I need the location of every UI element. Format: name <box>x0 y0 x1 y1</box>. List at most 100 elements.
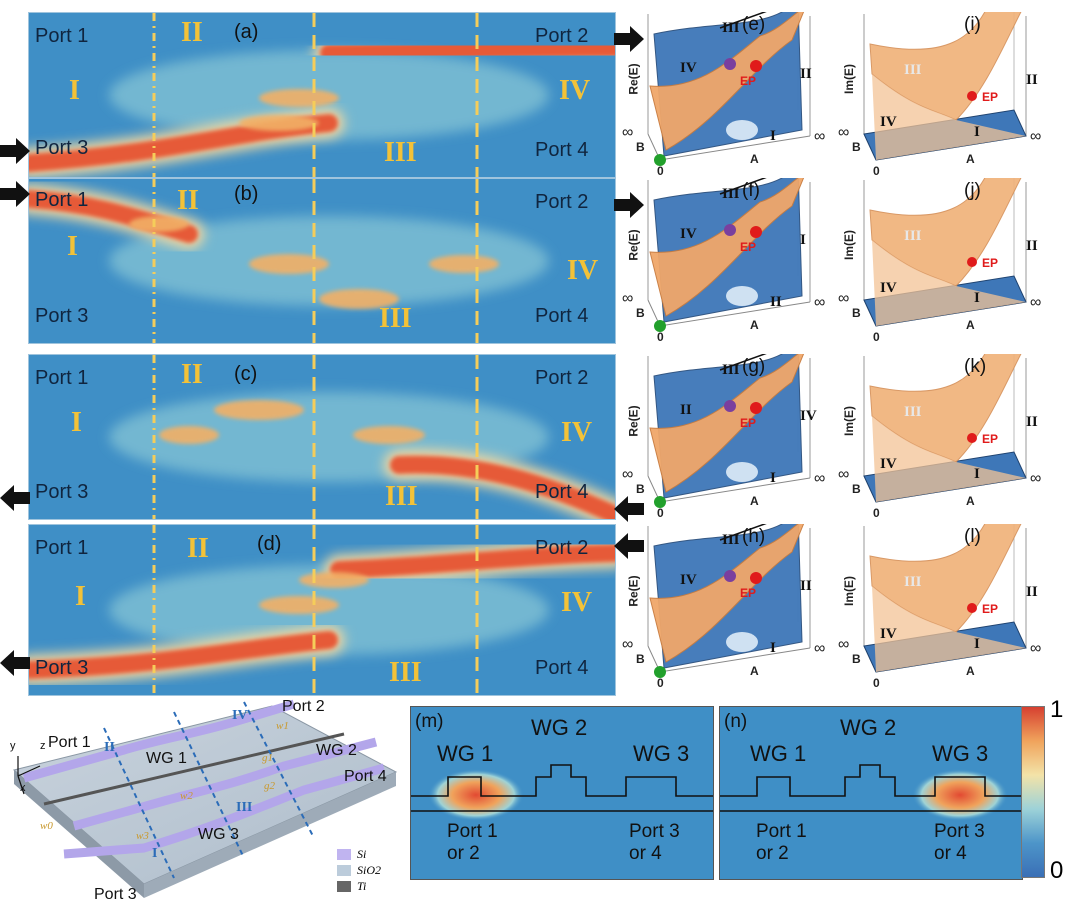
ep-label: EP <box>740 586 757 600</box>
hotspot <box>239 115 319 131</box>
region-ii-label: II <box>104 740 115 755</box>
branch-label-III: III <box>904 62 922 78</box>
w0-label: w0 <box>40 820 53 832</box>
a-axis-label: A <box>966 152 975 166</box>
branch-label-I: I <box>800 232 806 248</box>
infinity-right: ∞ <box>814 640 826 657</box>
origin-label: 0 <box>873 330 880 344</box>
origin-label: 0 <box>873 164 880 178</box>
branch-label-I: I <box>770 640 776 656</box>
port-label-1: Port 1 <box>35 189 89 211</box>
region-label-II: II <box>177 185 199 216</box>
wg-label-2: WG 2 <box>531 715 588 740</box>
colorbar <box>1021 706 1045 878</box>
colorbar-min: 0 <box>1050 857 1064 884</box>
surface-plot <box>863 0 1027 161</box>
axis-z-label: z <box>40 740 46 752</box>
panel-label: (c) <box>234 363 258 385</box>
port-3-label: Port 3 <box>94 886 137 903</box>
hotspot <box>249 254 329 274</box>
origin-label: 0 <box>657 330 664 344</box>
infinity-left: ∞ <box>622 636 634 653</box>
surface-plot <box>647 502 811 678</box>
highlight <box>726 462 758 482</box>
port-label-1: Port 1 <box>35 367 89 389</box>
branch-label-II: II <box>680 402 692 418</box>
panel-label: (h) <box>742 526 766 547</box>
panel-label: (f) <box>742 180 760 201</box>
purple-point <box>724 58 736 70</box>
z-axis-label: Im(E) <box>842 576 856 606</box>
arrow-out-port3-d <box>0 650 30 676</box>
axis-y-label: y <box>10 740 16 752</box>
z-axis-label: Im(E) <box>842 406 856 436</box>
panel-label: (m) <box>415 711 444 732</box>
origin-point <box>654 320 666 332</box>
mode-profile <box>720 764 1022 821</box>
hotspot <box>319 289 399 309</box>
z-axis-label: Im(E) <box>842 230 856 260</box>
ep-point <box>750 572 762 584</box>
ep-label: EP <box>740 74 757 88</box>
arrow-out-port2-a <box>614 26 644 52</box>
ep-label: EP <box>982 256 999 270</box>
ep-label: EP <box>982 602 999 616</box>
branch-label-II: II <box>1026 72 1038 88</box>
origin-label: 0 <box>657 676 664 690</box>
infinity-right: ∞ <box>1030 294 1042 311</box>
branch-label-IV: IV <box>880 456 897 472</box>
colorbar-max: 1 <box>1050 696 1064 723</box>
port-2-label: Port 2 <box>282 698 325 715</box>
field-plot <box>29 179 549 343</box>
upper-sheet <box>649 346 807 493</box>
branch-label-III: III <box>904 404 922 420</box>
z-axis-label: Re(E) <box>626 63 641 95</box>
region-label-II: II <box>181 17 203 48</box>
origin-label: 0 <box>873 506 880 520</box>
upper-sheet <box>649 516 807 663</box>
upper-sheet-front <box>872 74 1026 160</box>
port-left-label: Port 1 or 2 <box>756 821 807 864</box>
ep-point <box>967 91 977 101</box>
branch-label-II: II <box>1026 584 1038 600</box>
branch-label-II: II <box>1026 238 1038 254</box>
panel-label: (e) <box>742 14 766 35</box>
branch-label-IV: IV <box>800 408 817 424</box>
beam <box>390 455 615 519</box>
ep-point <box>750 402 762 414</box>
mode-field <box>912 769 1008 821</box>
region-label-III: III <box>389 657 422 688</box>
ep-label: EP <box>982 432 999 446</box>
a-axis-label: A <box>966 664 975 678</box>
surface-plot <box>647 0 811 166</box>
panel-label: (n) <box>724 711 748 732</box>
b-axis-label: B <box>852 652 861 666</box>
ti-swatch <box>337 880 351 892</box>
hotspot <box>429 255 499 273</box>
b-axis-label: B <box>636 140 645 154</box>
a-axis-label: A <box>750 152 759 166</box>
hotspot <box>299 572 369 588</box>
region-label-III: III <box>385 481 418 512</box>
region-iv-label: IV <box>232 708 248 723</box>
port-label-4: Port 4 <box>535 657 589 679</box>
b-axis-label: B <box>852 306 861 320</box>
b-axis-label: B <box>852 140 861 154</box>
legend-sio2: SiO2 <box>357 862 381 877</box>
wg2-label: WG 2 <box>316 742 357 759</box>
arrow-in-port1-b <box>0 181 30 207</box>
panel-label: (k) <box>964 356 987 377</box>
origin-label: 0 <box>873 676 880 690</box>
region-i-label: I <box>152 846 158 861</box>
branch-label-IV: IV <box>680 572 697 588</box>
port-label-1: Port 1 <box>35 25 89 47</box>
branch-label-II: II <box>800 66 812 82</box>
hotspot <box>129 216 189 232</box>
infinity-right: ∞ <box>1030 470 1042 487</box>
ep-point <box>967 433 977 443</box>
region-label-IV: IV <box>567 255 599 286</box>
